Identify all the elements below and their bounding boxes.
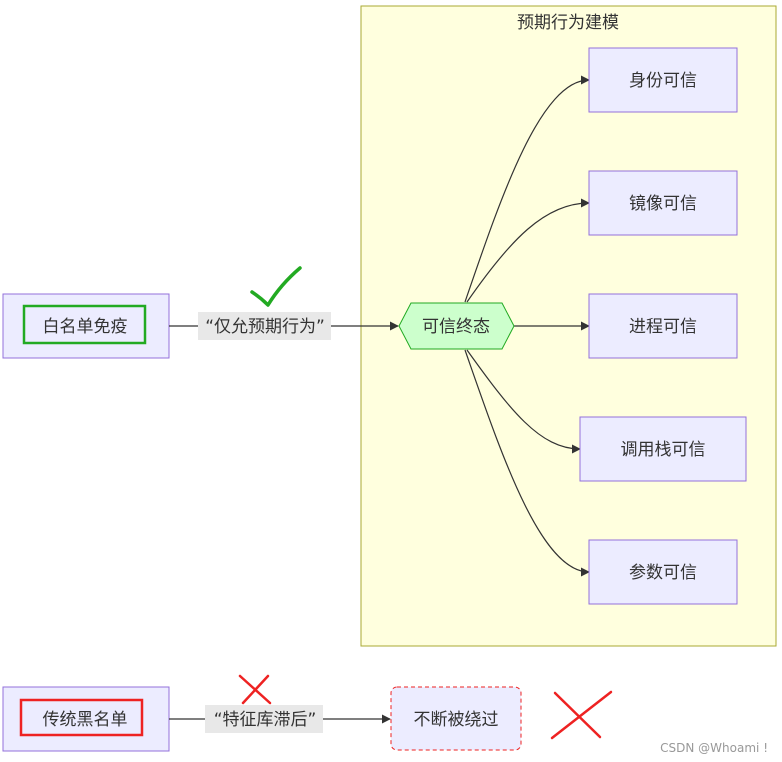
node-params-label: 参数可信 [629,563,697,583]
node-blacklist-label: 传统黑名单 [43,710,128,730]
node-callstack-label: 调用栈可信 [621,440,706,460]
edge-trusted-to-image [466,198,590,303]
edge-trusted-to-params [464,349,590,577]
edge-blacklist-to-bypassed: “特征库滞后” [169,705,391,733]
node-trusted-final-state: 可信终态 [398,302,515,350]
watermark: CSDN @Whoami ! [660,741,768,755]
node-whitelist-label: 白名单免疫 [43,317,128,337]
edge-label-blacklist: “特征库滞后” [214,710,317,730]
node-image-trusted: 镜像可信 [588,170,738,236]
node-identity-trusted: 身份可信 [588,47,738,113]
node-params-trusted: 参数可信 [588,539,738,605]
node-continually-bypassed: 不断被绕过 [390,686,522,751]
node-identity-label: 身份可信 [629,71,697,91]
whitelist-highlight-box [22,304,147,345]
node-callstack-trusted: 调用栈可信 [579,416,747,482]
edges-trusted-fanout [464,75,590,577]
node-bypassed-label: 不断被绕过 [414,710,499,730]
edge-label-whitelist: “仅允预期行为” [205,317,325,337]
node-image-label: 镜像可信 [629,194,697,214]
node-whitelist-immunity: 白名单免疫 [2,293,170,359]
cross-mark-icon-large [550,690,613,740]
cluster-title: 预期行为建模 [517,13,619,33]
node-process-trusted: 进程可信 [588,293,738,359]
check-mark-icon [250,266,302,307]
edge-label-bg-blacklist [205,705,323,733]
node-traditional-blacklist: 传统黑名单 [2,686,170,752]
edge-label-bg-whitelist [198,312,331,340]
cross-mark-icon-edge [238,674,272,705]
edge-trusted-to-identity [464,75,590,303]
node-trusted-final-state-label: 可信终态 [422,317,490,337]
blacklist-highlight-box [19,698,144,737]
node-process-label: 进程可信 [629,317,697,337]
edge-trusted-to-callstack [466,349,581,454]
edge-whitelist-to-trusted: “仅允预期行为” [169,312,399,340]
